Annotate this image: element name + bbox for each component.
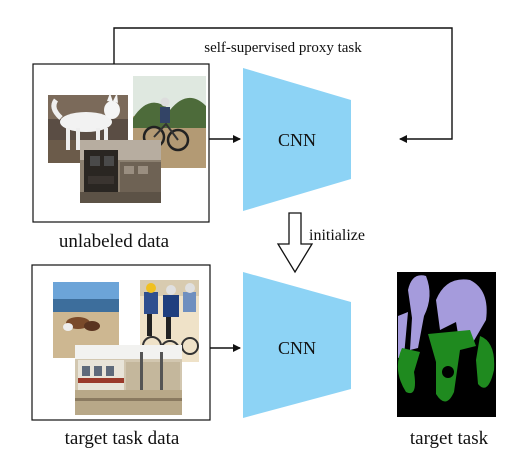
target-task-label: target task <box>410 428 489 449</box>
proxy-task-label: self-supervised proxy task <box>204 40 362 56</box>
top-cnn-block <box>243 68 351 211</box>
train-photo-icon <box>80 140 161 203</box>
target-task-data-label: target task data <box>65 428 180 449</box>
station-photo-icon <box>75 345 182 415</box>
bottom-cnn-label: CNN <box>278 338 316 358</box>
top-cnn-label: CNN <box>278 130 316 150</box>
initialize-label: initialize <box>309 227 365 244</box>
proxy-task-loop-line <box>113 27 453 143</box>
initialize-arrow-icon <box>276 212 314 274</box>
bottom-cnn-block <box>243 272 351 418</box>
unlabeled-data-label: unlabeled data <box>59 231 170 252</box>
segmentation-mask-icon <box>397 272 496 417</box>
